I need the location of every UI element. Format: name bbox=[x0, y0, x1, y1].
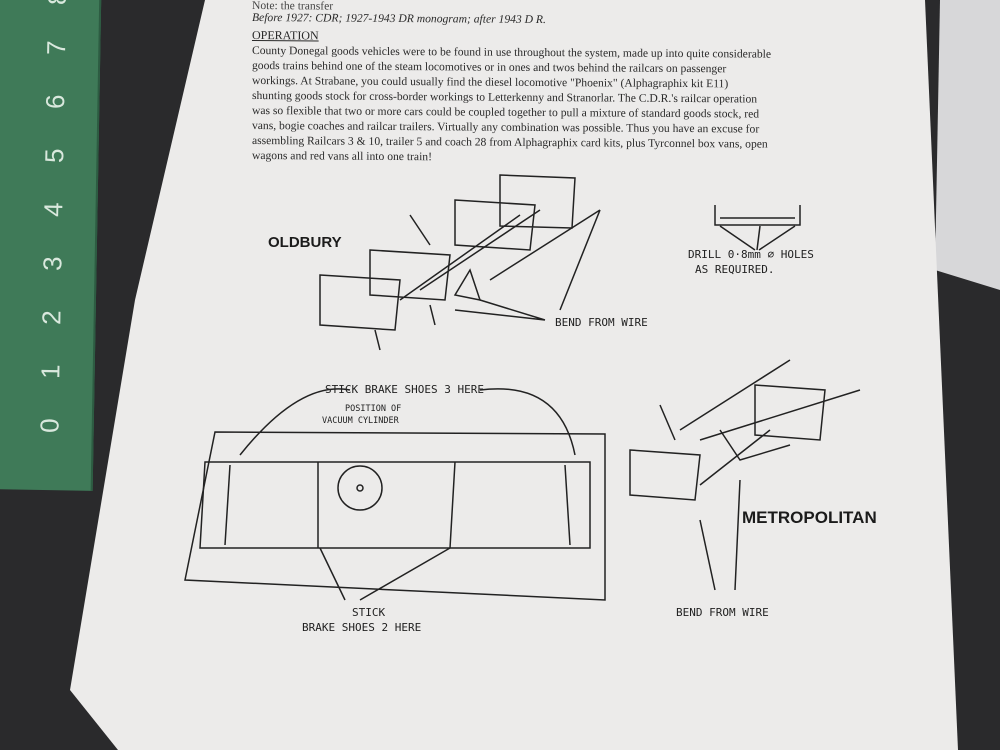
leader-line bbox=[454, 299, 546, 321]
brake-shoes-3-label: STICK BRAKE SHOES 3 HERE bbox=[325, 383, 484, 396]
brake-shoes-2-label-line1: STICK bbox=[352, 606, 386, 619]
brake-shoes-2-label-line2: BRAKE SHOES 2 HERE bbox=[302, 621, 422, 634]
oldbury-underframe-drawing bbox=[319, 174, 601, 351]
vacuum-label-line1: POSITION OF bbox=[345, 404, 402, 414]
metropolitan-label: METROPOLITAN bbox=[742, 508, 877, 527]
vacuum-label-line2: VACUUM CYLINDER bbox=[322, 416, 399, 426]
metropolitan-underframe-drawing bbox=[629, 359, 861, 591]
background-paper bbox=[935, 0, 1000, 290]
underframe-plan-drawing bbox=[184, 388, 606, 601]
drill-label-line1: DRILL 0·8mm ∅ HOLES bbox=[688, 248, 814, 261]
drill-detail-drawing bbox=[714, 205, 801, 251]
bend-from-wire-label: BEND FROM WIRE bbox=[555, 316, 648, 329]
bend-from-wire-label-2: BEND FROM WIRE bbox=[676, 606, 769, 619]
drill-label-line2: AS REQUIRED. bbox=[695, 263, 775, 276]
oldbury-label: OLDBURY bbox=[268, 234, 342, 251]
